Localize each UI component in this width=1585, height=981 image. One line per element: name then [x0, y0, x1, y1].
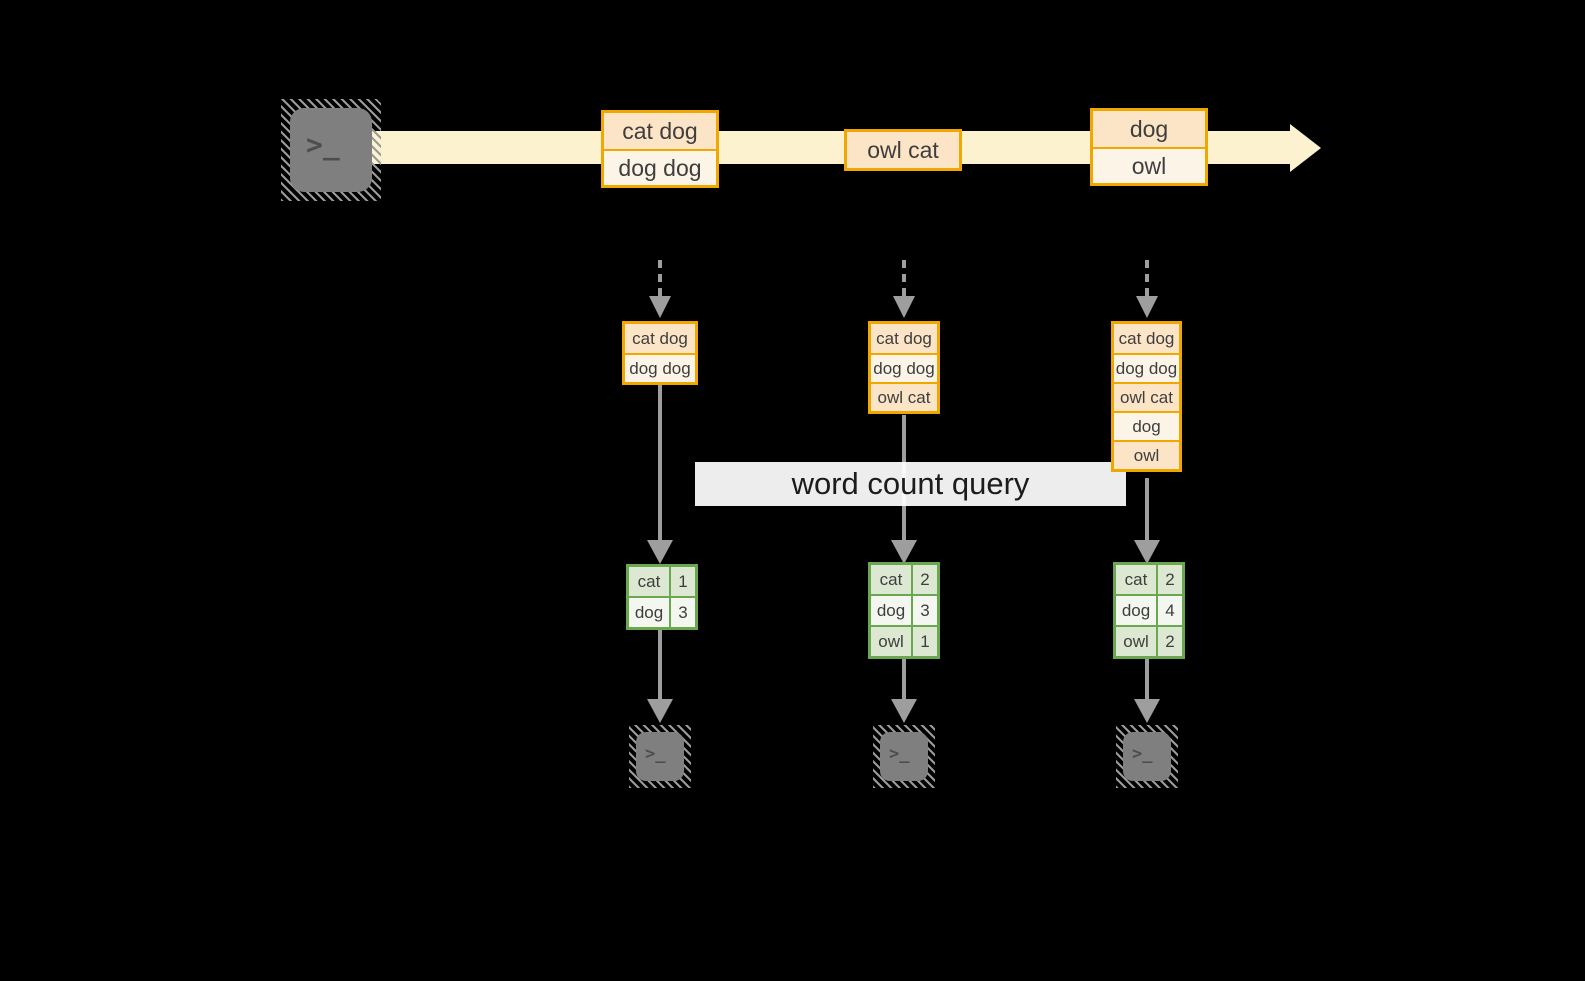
record-cell: cat dog — [871, 324, 937, 353]
record-cell: cat dog — [625, 324, 695, 353]
count-cell: 1 — [920, 631, 930, 651]
arrow-head — [1134, 540, 1160, 564]
count-cell: 3 — [678, 602, 688, 622]
arrow-head — [891, 540, 917, 564]
word-count-row: dog 3 — [629, 596, 695, 627]
word-cell: cat — [629, 567, 671, 596]
word-cell: owl — [1116, 627, 1158, 656]
record-cell: owl — [1114, 440, 1179, 469]
dashed-arrow-line — [658, 260, 662, 296]
stream-event-box: owl cat — [844, 129, 962, 171]
terminal-prompt-icon: >_ — [636, 732, 684, 781]
dashed-arrow-head — [1136, 296, 1158, 318]
terminal-icon: >_ — [629, 725, 691, 788]
word-cell: dog — [871, 596, 913, 625]
arrow-line — [1145, 655, 1149, 700]
arrow-head — [647, 540, 673, 564]
record-cell: dog dog — [871, 353, 937, 382]
record-cell: dog — [1093, 111, 1205, 147]
record-cell: cat dog — [604, 113, 716, 149]
dashed-arrow-line — [1145, 260, 1149, 296]
dashed-arrow-head — [649, 296, 671, 318]
count-cell: 2 — [1165, 569, 1175, 589]
record-cell: dog dog — [604, 149, 716, 185]
arrow-head — [1134, 699, 1160, 723]
arrow-line — [902, 656, 906, 700]
record-cell: owl cat — [871, 382, 937, 411]
word-count-row: cat 2 — [871, 565, 937, 594]
terminal-icon: >_ — [873, 725, 935, 788]
count-cell: 2 — [920, 569, 930, 589]
count-cell: 4 — [1165, 600, 1175, 620]
count-cell: 3 — [920, 600, 930, 620]
word-count-row: cat 1 — [629, 567, 695, 596]
record-cell: owl cat — [847, 132, 959, 168]
word-count-row: owl 2 — [1116, 625, 1182, 656]
word-count-row: cat 2 — [1116, 565, 1182, 594]
dashed-arrow-line — [902, 260, 906, 296]
count-cell: 2 — [1165, 631, 1175, 651]
arrow-line — [658, 626, 662, 700]
word-count-table: cat 2 dog 3 owl 1 — [868, 562, 940, 659]
word-count-table: cat 1 dog 3 — [626, 564, 698, 630]
word-count-table: cat 2 dog 4 owl 2 — [1113, 562, 1185, 659]
arrow-line — [658, 384, 662, 542]
word-cell: dog — [1116, 596, 1158, 625]
word-count-row: dog 3 — [871, 594, 937, 625]
record-cell: owl — [1093, 147, 1205, 183]
stream-arrow-head — [1290, 124, 1321, 172]
terminal-prompt-icon: >_ — [290, 108, 372, 192]
record-cell: dog — [1114, 411, 1179, 440]
record-cell: owl cat — [1114, 382, 1179, 411]
word-cell: cat — [1116, 565, 1158, 594]
arrow-head — [891, 699, 917, 723]
word-cell: cat — [871, 565, 913, 594]
word-cell: owl — [871, 627, 913, 656]
arrow-head — [647, 699, 673, 723]
terminal-icon: >_ — [281, 99, 381, 201]
word-cell: dog — [629, 598, 671, 627]
terminal-prompt-icon: >_ — [1123, 732, 1171, 781]
record-cell: cat dog — [1114, 324, 1179, 353]
count-cell: 1 — [678, 571, 688, 591]
word-count-row: owl 1 — [871, 625, 937, 656]
terminal-prompt-icon: >_ — [880, 732, 928, 781]
dashed-arrow-head — [893, 296, 915, 318]
query-label: word count query — [695, 462, 1126, 506]
record-cell: dog dog — [625, 353, 695, 382]
word-count-row: dog 4 — [1116, 594, 1182, 625]
record-cell: dog dog — [1114, 353, 1179, 382]
arrow-line — [1145, 478, 1149, 542]
terminal-icon: >_ — [1116, 725, 1178, 788]
